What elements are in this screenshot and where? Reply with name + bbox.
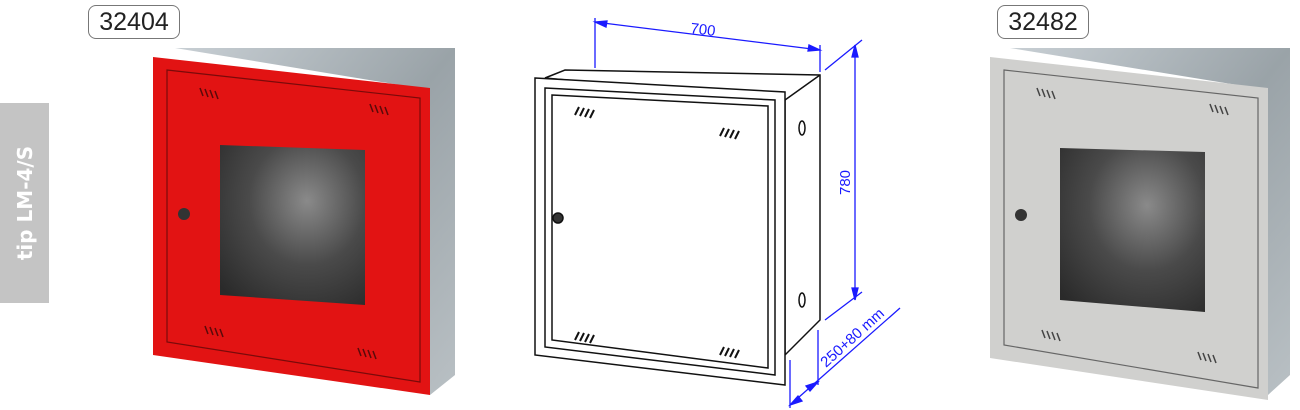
height-dimension: 780 xyxy=(837,170,854,195)
lock-icon xyxy=(178,208,190,220)
glass-window xyxy=(220,145,365,305)
red-cabinet xyxy=(153,48,455,395)
galvanized-box xyxy=(175,48,455,395)
product-code-gray: 32482 xyxy=(997,5,1089,39)
technical-drawing xyxy=(534,69,821,386)
galvanized-box xyxy=(1010,48,1290,395)
gray-cabinet xyxy=(990,48,1290,400)
lock-icon xyxy=(1015,209,1027,221)
dimension-lines xyxy=(592,18,901,408)
door-outline xyxy=(534,77,786,386)
width-dimension: 700 xyxy=(690,20,717,40)
type-tab: tip LM-4/S xyxy=(0,103,49,303)
glass-window xyxy=(1060,148,1205,312)
depth-dimension: 250+80 mm xyxy=(817,305,888,371)
product-code-red: 32404 xyxy=(88,5,180,39)
